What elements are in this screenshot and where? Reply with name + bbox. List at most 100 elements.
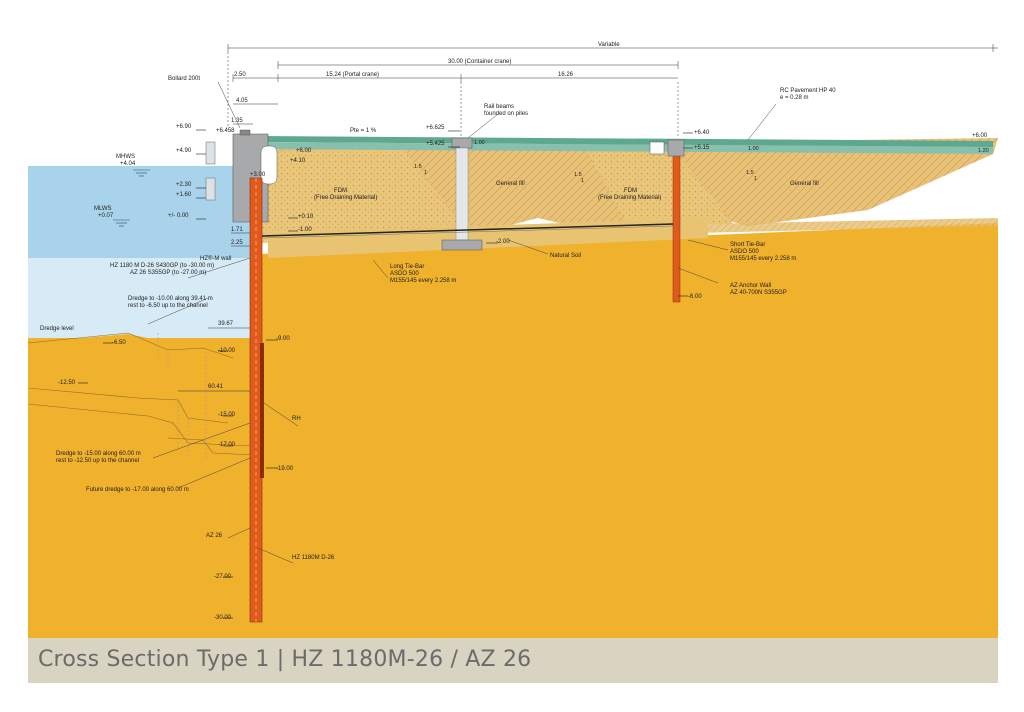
label-mlws: MLWS [94, 206, 112, 212]
label-dredge15-1: Dredge to -15.00 along 60.00 m [56, 451, 141, 457]
label-fdm-right-1: FDM [624, 188, 637, 194]
rc-pavement [260, 136, 993, 147]
fender-top [205, 141, 216, 165]
figure-caption: Cross Section Type 1 | HZ 1180M-26 / AZ … [38, 647, 532, 672]
dimension-lines [178, 44, 998, 392]
dim-225: 2.25 [231, 240, 243, 246]
label-short-tie-2: ASDO 500 [730, 249, 759, 255]
label-az26: AZ 26 [206, 533, 223, 539]
level-m3000: -30.00 [214, 615, 232, 621]
label-fdm-right-2: (Free Draining Material) [598, 195, 661, 201]
caption-bar: Cross Section Type 1 | HZ 1180M-26 / AZ … [28, 638, 998, 683]
label-mlws-val: +0.07 [98, 213, 114, 219]
level-m100: -1.00 [298, 227, 312, 233]
dim-variable: Variable [598, 42, 620, 48]
label-rc-pavement-2: e = 0.28 m [780, 95, 809, 101]
level-515: +5.15 [694, 145, 710, 151]
label-hz-wall-1: HZ®-M wall [200, 255, 231, 262]
label-slope-1b: 1 [581, 178, 584, 184]
label-slope-15b: 1.5 [574, 172, 582, 178]
label-az-anchor-2: AZ 40-700N S355GP [730, 290, 787, 296]
label-long-tie-3: M155/145 every 2.258 m [390, 278, 456, 284]
label-dredge15-2: rest to -12.50 up to the channel [56, 458, 139, 464]
long-tie-bar [261, 223, 674, 237]
level-m2700: -27.00 [214, 574, 232, 580]
label-dredge10-1: Dredge to -10.00 along 39.41 m [128, 296, 213, 302]
label-slope-1a: 1 [424, 170, 427, 176]
level-300: +3.00 [250, 172, 266, 178]
rh-plate [260, 343, 264, 478]
dim-1626: 16.26 [558, 72, 574, 78]
diagram-frame: Variable 30.00 (Container crane) 2.50 15… [28, 28, 998, 683]
dim-171: 1.71 [231, 227, 243, 233]
level-m650: -6.50 [112, 340, 126, 346]
anchor-wall-pile [672, 153, 681, 303]
dim-6041: 60.41 [208, 384, 224, 390]
dim-container-crane: 30.00 (Container crane) [448, 59, 511, 65]
level-6625: +6.625 [426, 125, 445, 131]
level-410: +4.10 [290, 158, 306, 164]
label-hz1180: HZ 1180M D-26 [292, 555, 335, 561]
label-dredge10-2: rest to -6.50 up to the channel [128, 303, 208, 309]
level-m200: -2.00 [496, 239, 510, 245]
short-tie-bar-line [261, 225, 674, 239]
fender-bottom [205, 177, 216, 201]
label-rail-beams-2: founded on piles [484, 111, 528, 117]
level-5425: +5.425 [426, 141, 445, 147]
cross-section-diagram: Variable 30.00 (Container crane) 2.50 15… [28, 42, 998, 640]
label-rc-pavement-1: RC Pavement HP 40 [780, 88, 836, 94]
rail-beam-pile [455, 147, 469, 241]
label-hz-wall-3: AZ 26 S355GP (to -27.00 m) [130, 270, 206, 276]
level-600b: +6.00 [972, 133, 988, 139]
level-m1700: -17.00 [218, 442, 236, 448]
level-m1500: -15.00 [218, 412, 236, 418]
level-230: +2.30 [176, 182, 192, 188]
level-m600: -6.00 [688, 294, 702, 300]
dim-portal-crane: 15.24 (Portal crane) [326, 72, 379, 78]
fdm-zone-right [583, 142, 733, 224]
fdm-zone-left [260, 148, 468, 234]
label-future-dredge: Future dredge to -17.00 along 60.00 m [86, 487, 189, 493]
water-body [28, 166, 260, 258]
label-fdm-left-1: FDM [334, 188, 347, 194]
label-short-tie-3: M155/145 every 2.258 m [730, 256, 796, 262]
natural-soil [28, 223, 998, 640]
label-general-fill-2: General fill [790, 181, 819, 187]
rail-beam-footing [441, 239, 483, 251]
dim-250: 2.50 [234, 72, 246, 78]
water-lower [28, 258, 260, 338]
level-ticks [78, 129, 693, 619]
leader-lines [147, 81, 777, 564]
label-long-tie-1: Long Tie-Bar [390, 264, 424, 270]
seabed-soil [28, 334, 260, 640]
label-short-tie-1: Short Tie-Bar [730, 242, 765, 248]
label-mhws: MHWS [116, 154, 135, 160]
bollard [239, 129, 251, 136]
crane-rail-box [649, 141, 665, 155]
dim-405: 4.05 [236, 98, 248, 104]
label-rail-beams-1: Rail beams [484, 104, 514, 110]
pavement-base [260, 142, 993, 154]
water-level-markers [113, 169, 150, 227]
level-490: +4.90 [176, 148, 192, 154]
label-mhws-val: +4.04 [120, 161, 136, 167]
label-long-tie-2: ASDO 500 [390, 271, 419, 277]
level-010: +0.10 [298, 214, 314, 220]
quay-cavity [260, 145, 278, 185]
level-640: +6.40 [694, 130, 710, 136]
rail-beam-cap [451, 137, 473, 149]
level-m1900: -19.00 [276, 466, 294, 472]
dim-100b: 1.00 [748, 146, 759, 152]
label-rh: RH [292, 416, 301, 422]
label-pte: Pte = 1 % [350, 128, 377, 134]
label-general-fill-1: General fill [496, 181, 525, 187]
dim-120: 1.20 [978, 148, 989, 154]
label-az-anchor-1: AZ Anchor Wall [730, 283, 771, 289]
level-690: +6.90 [176, 124, 192, 130]
level-6458: +6.458 [216, 128, 235, 134]
level-m900: -9.00 [276, 336, 290, 342]
level-000: +/- 0.00 [168, 213, 189, 219]
level-m1000: -10.00 [218, 348, 236, 354]
dredge-dashes [157, 333, 207, 458]
level-600a: +6.00 [296, 148, 312, 154]
